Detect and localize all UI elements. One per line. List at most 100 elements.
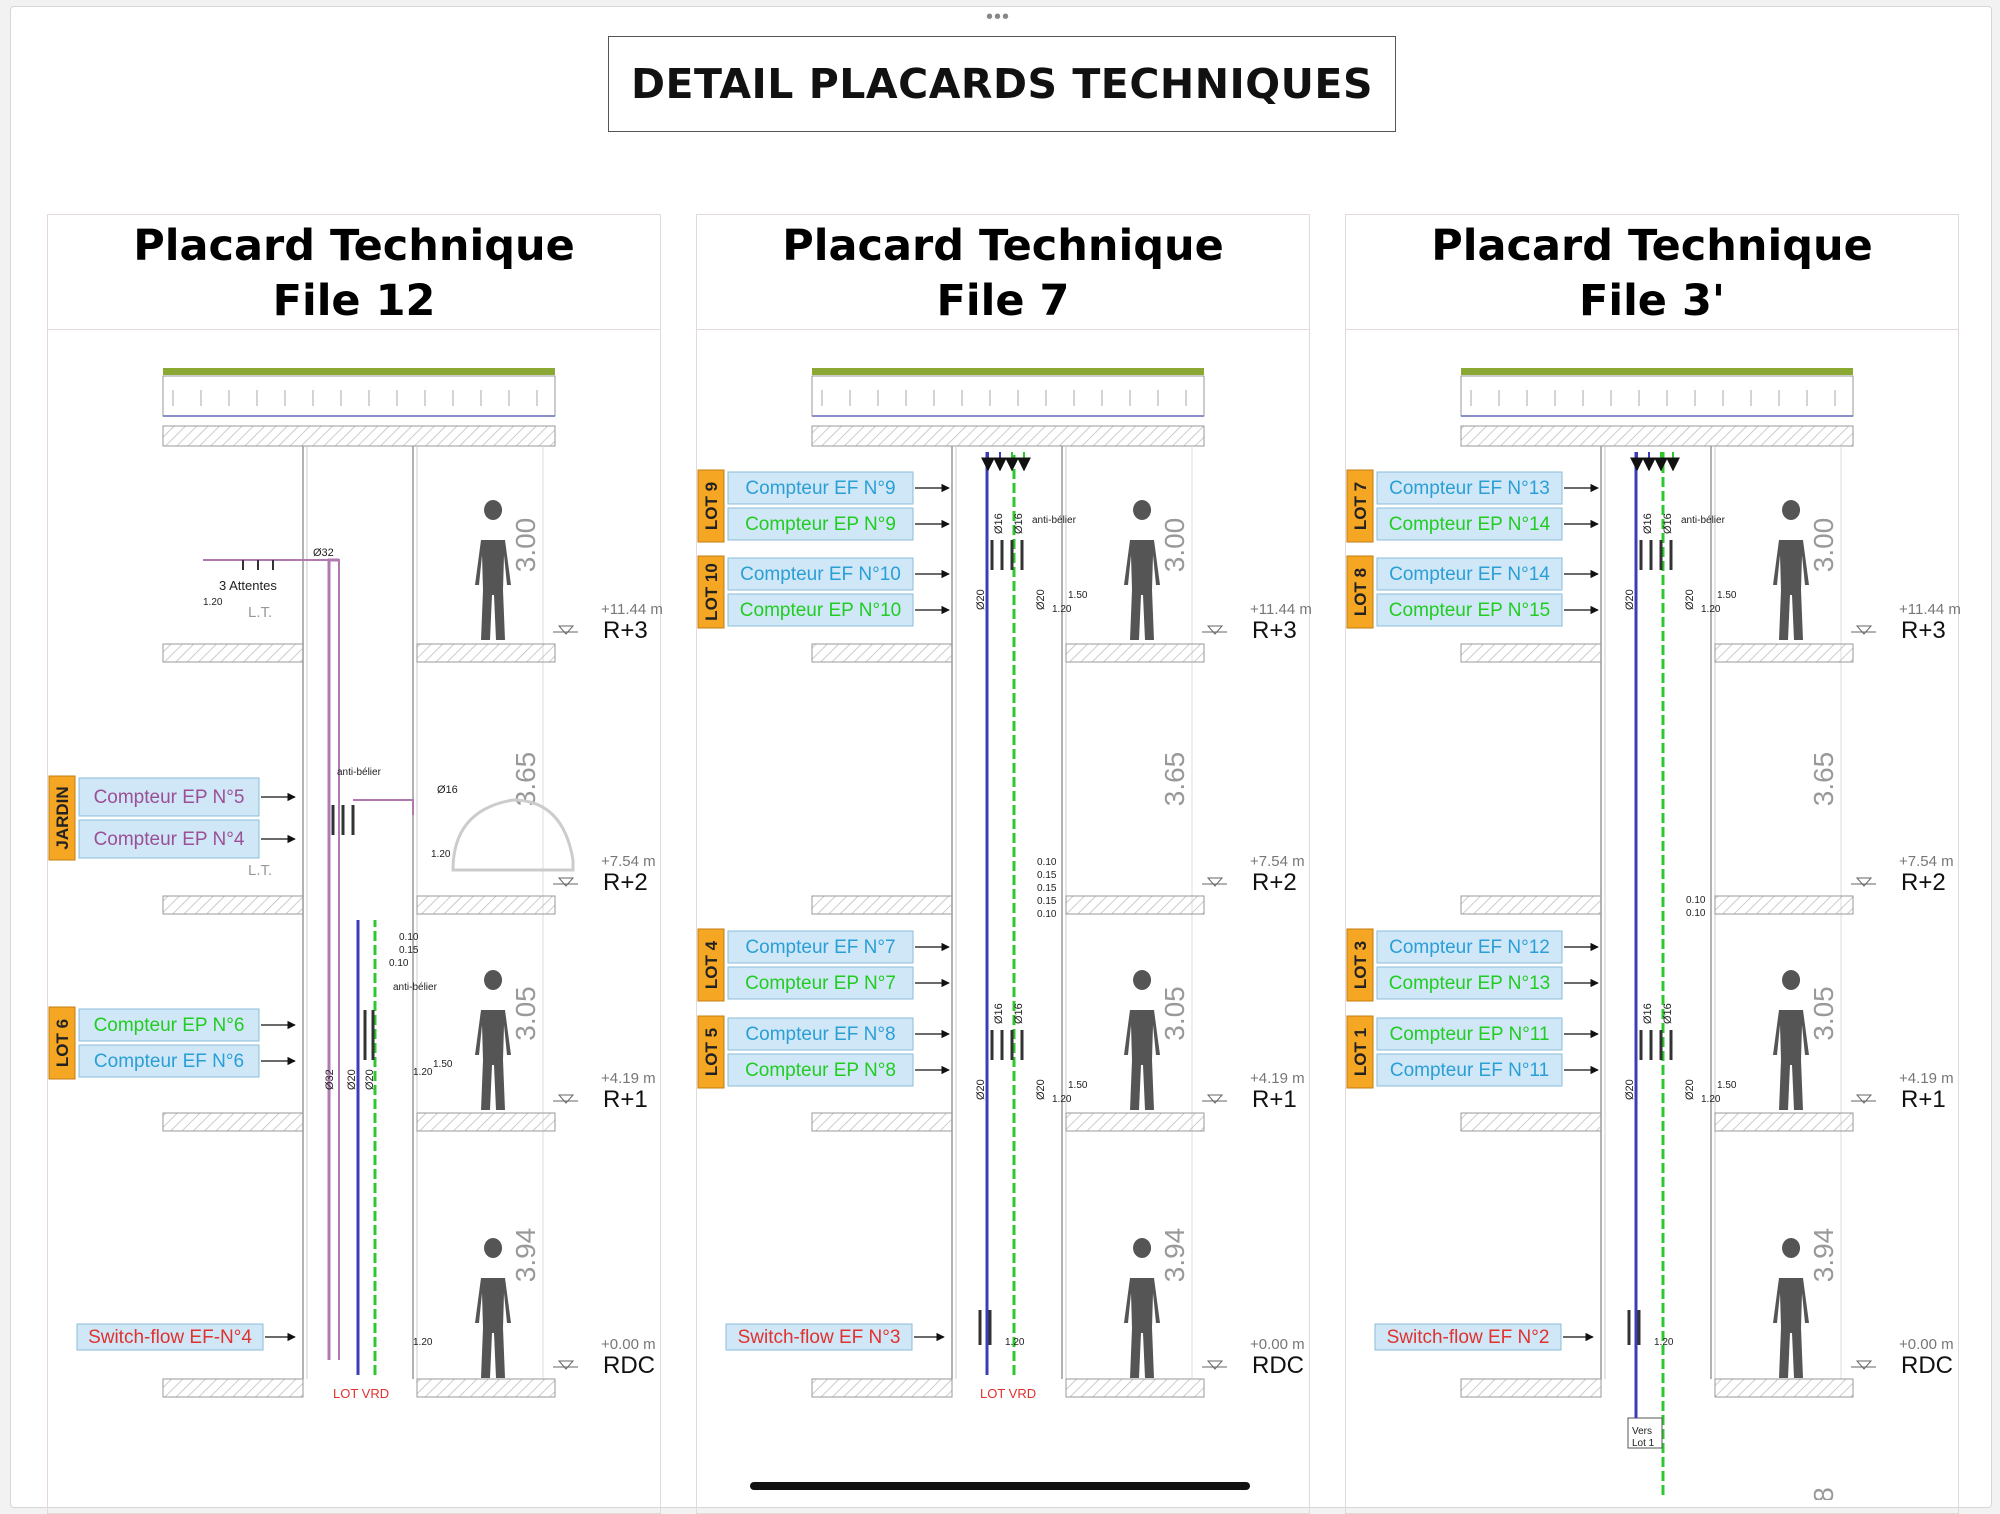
level-marker-triangle bbox=[1206, 1360, 1224, 1370]
level-marker-triangle bbox=[1855, 625, 1873, 635]
level-marker-triangle bbox=[557, 625, 575, 635]
lot-tag-label: LOT 1 bbox=[1351, 1028, 1370, 1076]
dim-label: 0.15 bbox=[1037, 896, 1057, 907]
panel-title: Placard Technique File 3' bbox=[1346, 215, 1958, 330]
level-name: RDC bbox=[1252, 1352, 1304, 1379]
floor-height: 3.65 bbox=[510, 752, 541, 807]
diameter-label: Ø20 bbox=[1624, 1079, 1636, 1100]
counter-label-box bbox=[1376, 1017, 1563, 1051]
counter-label-box bbox=[727, 507, 914, 541]
counter-label: Compteur EP N°8 bbox=[745, 1060, 896, 1081]
counter-label-box bbox=[78, 1008, 260, 1042]
counter-label: Compteur EP N°4 bbox=[94, 829, 245, 850]
floor-slab bbox=[416, 1112, 556, 1132]
lot-tag bbox=[1346, 1015, 1374, 1089]
floor-slab bbox=[1460, 1112, 1602, 1132]
counter-label: Compteur EF N°9 bbox=[745, 478, 895, 499]
level-name: R+3 bbox=[603, 617, 648, 644]
diameter-label: Ø16 bbox=[993, 513, 1005, 534]
dim-label: 0.10 bbox=[1686, 895, 1706, 906]
antibelier-label: anti-bélier bbox=[1681, 515, 1726, 526]
counter-label: Compteur EP N°7 bbox=[745, 973, 896, 994]
floor-slab bbox=[811, 1378, 953, 1398]
floor-slab bbox=[1714, 643, 1854, 663]
meter-group bbox=[1639, 1030, 1673, 1060]
diameter-label: Ø32 bbox=[313, 547, 334, 559]
attente-taps bbox=[242, 560, 274, 570]
counter-label: Compteur EF N°11 bbox=[1390, 1060, 1549, 1081]
floor-slab bbox=[162, 1378, 304, 1398]
lot-tag-label: LOT 5 bbox=[702, 1028, 721, 1076]
level-name: R+1 bbox=[1252, 1086, 1297, 1113]
floor-slab bbox=[1460, 895, 1602, 915]
level-name: R+2 bbox=[603, 869, 648, 896]
level-name: RDC bbox=[1901, 1352, 1953, 1379]
meter-group bbox=[1627, 1310, 1641, 1345]
lot-tag-label: LOT 10 bbox=[702, 563, 721, 621]
counter-label: Compteur EF N°7 bbox=[745, 937, 895, 958]
counter-label-box bbox=[1376, 1053, 1563, 1087]
counter-label: Compteur EF N°8 bbox=[745, 1024, 895, 1045]
vers-label: Vers bbox=[1632, 1426, 1652, 1437]
dim-label: 1.20 bbox=[1701, 1094, 1721, 1105]
lot-tag-label: LOT 6 bbox=[53, 1019, 72, 1067]
panel-title-line2: File 7 bbox=[936, 276, 1070, 326]
diameter-label: Ø32 bbox=[324, 1069, 336, 1090]
floor-slab bbox=[416, 643, 556, 663]
panel-drawing: +11.44 mR+33.00+7.54 mR+23.65+4.19 mR+13… bbox=[48, 368, 663, 1401]
panel-title: Placard Technique File 12 bbox=[48, 215, 660, 330]
floor-height: 8 bbox=[1808, 1487, 1839, 1500]
person-figure-icon bbox=[1773, 500, 1809, 640]
floor-slab bbox=[162, 895, 304, 915]
counter-label-box bbox=[78, 819, 260, 859]
roof-insulation bbox=[1460, 375, 1854, 417]
diameter-label: Ø20 bbox=[346, 1069, 358, 1090]
lot-tag bbox=[48, 1006, 76, 1080]
panel-title-line2: File 3' bbox=[1578, 276, 1726, 326]
counter-label: Compteur EP N°6 bbox=[94, 1015, 245, 1036]
counter-label: Compteur EF N°10 bbox=[740, 564, 901, 585]
switch-flow-box bbox=[725, 1323, 913, 1351]
counter-label: Compteur EP N°9 bbox=[745, 514, 896, 535]
counter-label-box bbox=[727, 1017, 914, 1051]
lot-vrd-label: LOT VRD bbox=[333, 1386, 389, 1401]
person-figure-icon bbox=[475, 1238, 511, 1378]
diameter-label: Ø16 bbox=[1642, 513, 1654, 534]
level-elevation: +0.00 m bbox=[601, 1336, 656, 1353]
level-elevation: +11.44 m bbox=[1250, 601, 1312, 618]
roof-slab bbox=[811, 425, 1205, 447]
diameter-label: Ø16 bbox=[1013, 513, 1025, 534]
floor-slab bbox=[1714, 1378, 1854, 1398]
panel-title-line1: Placard Technique bbox=[133, 221, 575, 271]
dim-label: 0.15 bbox=[1037, 870, 1057, 881]
panel-drawing: +11.44 mR+33.00+7.54 mR+23.65+4.19 mR+13… bbox=[697, 368, 1312, 1401]
home-indicator[interactable] bbox=[750, 1482, 1250, 1490]
level-marker-triangle bbox=[557, 1360, 575, 1370]
lot-tag bbox=[1346, 555, 1374, 629]
panel-file-3: Placard Technique File 3' bbox=[1345, 214, 1959, 1514]
switch-flow-box bbox=[76, 1323, 264, 1351]
lot-tag bbox=[697, 469, 725, 543]
diameter-label: Ø16 bbox=[1662, 513, 1674, 534]
floor-slab bbox=[1065, 1378, 1205, 1398]
person-figure-icon bbox=[1773, 970, 1809, 1110]
floor-slab bbox=[1065, 1112, 1205, 1132]
counter-label-box bbox=[1376, 966, 1563, 1000]
diameter-label: Ø20 bbox=[364, 1069, 376, 1090]
lot-tag-label: LOT 4 bbox=[702, 940, 721, 989]
meter-group bbox=[990, 540, 1024, 570]
counter-label-box bbox=[1376, 507, 1563, 541]
floor-slab bbox=[416, 1378, 556, 1398]
antibelier-label: anti-bélier bbox=[337, 767, 382, 778]
diameter-label: Ø20 bbox=[975, 1079, 987, 1100]
person-figure-icon bbox=[475, 970, 511, 1110]
level-name: R+2 bbox=[1252, 869, 1297, 896]
floor-height: 3.00 bbox=[1159, 518, 1190, 573]
dim-label: 1.20 bbox=[1654, 1337, 1674, 1348]
dim-label: 1.20 bbox=[1701, 604, 1721, 615]
person-figure-icon bbox=[475, 500, 511, 640]
dim-label: 0.10 bbox=[1686, 908, 1706, 919]
counter-label-box bbox=[78, 1044, 260, 1078]
dim-label: 1.20 bbox=[1052, 604, 1072, 615]
